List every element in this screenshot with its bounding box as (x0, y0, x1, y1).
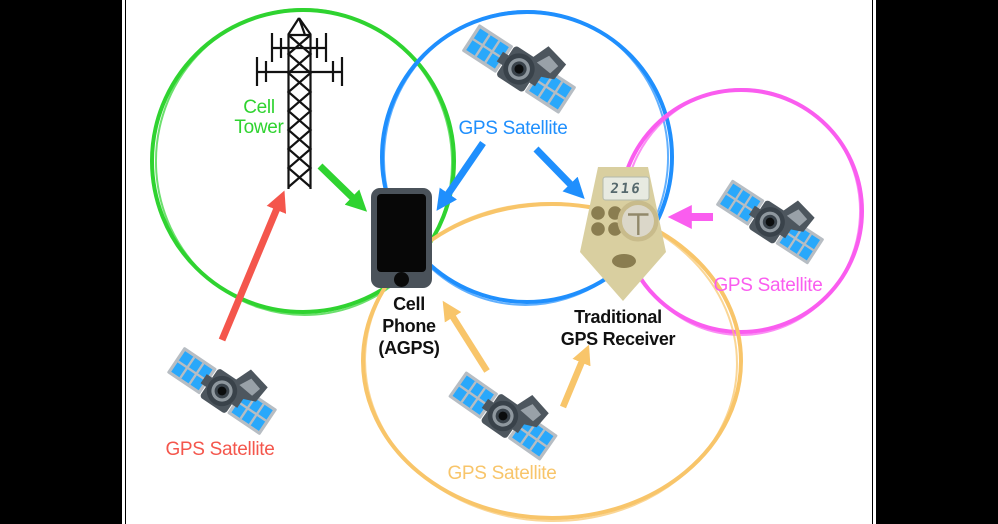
cell-tower-label: Cell Tower (234, 97, 284, 138)
cell-tower-icon (255, 17, 344, 189)
arrow-bluesat-to-phone (436, 141, 486, 211)
gps-satellite-label-right: GPS Satellite (713, 275, 823, 296)
diagram-canvas (122, 0, 876, 524)
arrow-redsat-to-tower (218, 190, 287, 342)
gps-satellite-label-top: GPS Satellite (458, 118, 568, 139)
receiver-dial (617, 200, 659, 242)
cell-phone-label: Cell Phone (AGPS) (378, 294, 440, 358)
gps-satellite-icon (445, 354, 570, 464)
arrow-yellowsat-to-phone (442, 300, 490, 373)
gps-satellite-label-bottom: GPS Satellite (447, 463, 557, 484)
gps-satellite-icon (713, 163, 836, 268)
letterbox-bar-right (876, 0, 998, 524)
frame-line-right (871, 0, 873, 524)
letterbox-bar-left (0, 0, 122, 524)
handheld-gps-receiver-icon (580, 167, 666, 301)
receiver-lcd-screen (602, 176, 650, 201)
coverage-circle-blue (380, 10, 674, 306)
smartphone-icon (371, 188, 432, 288)
arrow-yellowsat-to-receiver (560, 344, 591, 409)
arrow-tower-to-phone (317, 163, 368, 212)
gps-satellite-icon (459, 6, 588, 117)
signal-arrows (218, 141, 713, 409)
coverage-circle-yellow (361, 201, 743, 523)
receiver-oval-button (612, 254, 636, 268)
receiver-lcd-value: 216 (609, 181, 643, 197)
gps-satellite-label-left: GPS Satellite (165, 439, 275, 460)
gps-receiver-label: Traditional GPS Receiver (560, 307, 676, 349)
coverage-circle-green (150, 8, 456, 316)
arrow-bluesat-to-receiver (533, 146, 585, 200)
frame-line-left (124, 0, 126, 524)
gps-satellite-icon (164, 330, 289, 439)
